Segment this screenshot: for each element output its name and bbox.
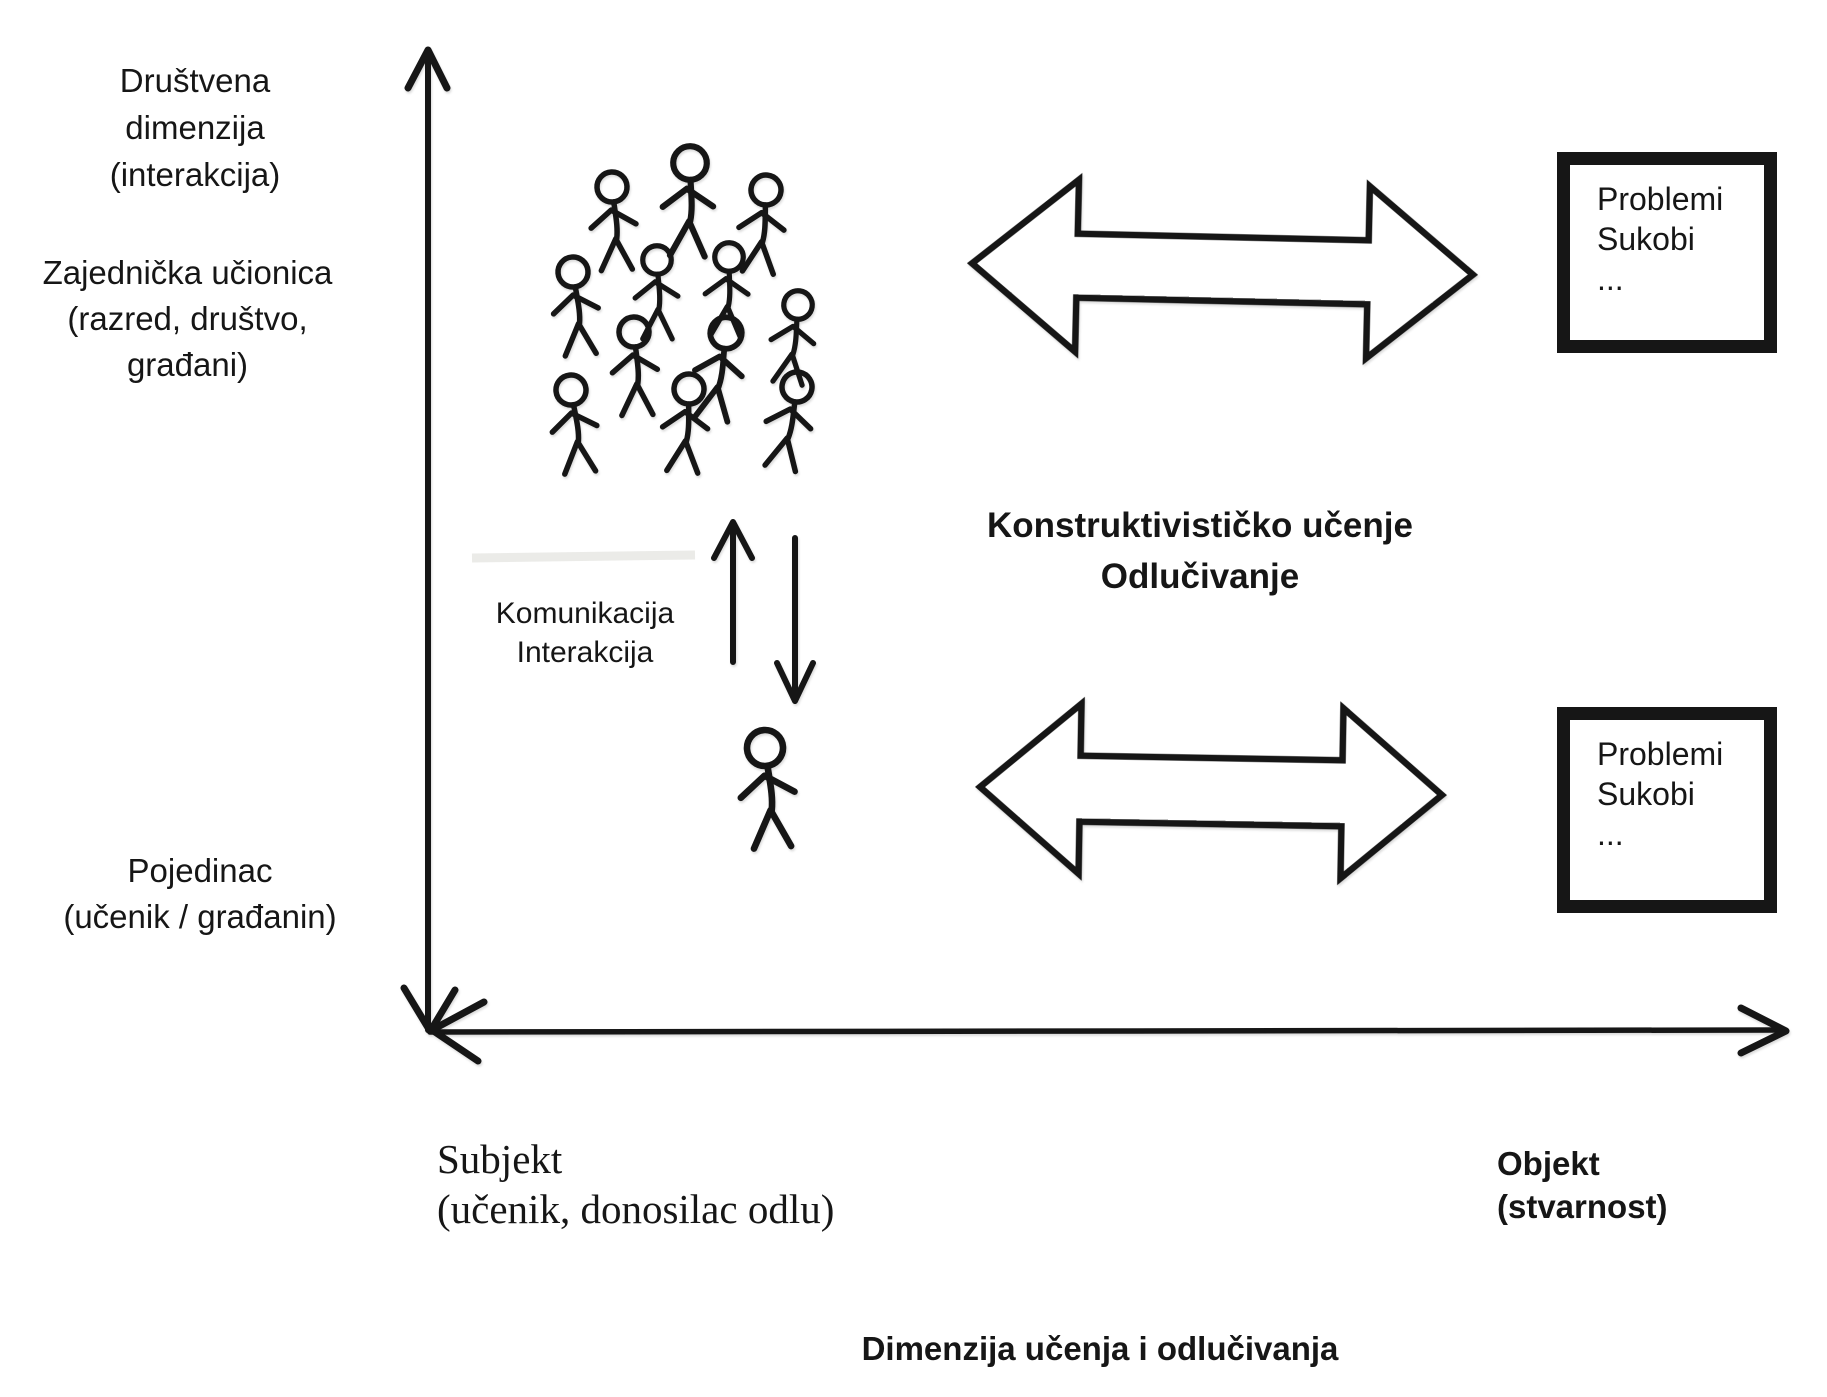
- x-axis-arrowhead-icon: [1737, 1004, 1790, 1057]
- y-axis-top-label-line: Društvena: [119, 62, 271, 99]
- center-label-line: Odlučivanje: [1100, 557, 1300, 596]
- scan-artifact-line: [471, 550, 696, 563]
- x-axis-left-label-line: (učenik, donosilac odlu): [437, 1186, 835, 1232]
- crowd-icon: [547, 145, 822, 475]
- double-arrow-bottom-icon: [975, 696, 1447, 886]
- bottom-box-label-line: Sukobi: [1597, 776, 1695, 812]
- x-axis-right-label-line: (stvarnost): [1497, 1188, 1668, 1225]
- y-axis-mid-label-line: Zajednička učionica: [42, 254, 333, 291]
- y-axis-mid-label-line: građani): [126, 346, 249, 383]
- x-axis-line: [427, 1027, 1783, 1035]
- y-axis-top-label-line: dimenzija: [125, 109, 265, 146]
- y-axis-arrowhead-icon: [404, 46, 451, 92]
- communication-label-line: Komunikacija: [495, 597, 675, 630]
- top-box-label-line: Sukobi: [1597, 221, 1695, 257]
- person-icon: [736, 728, 798, 849]
- communication-label-line: Interakcija: [516, 636, 654, 669]
- y-axis-mid-label-line: (razred, društvo,: [67, 300, 308, 337]
- y-axis-mid-label: Zajednička učionica (razred, društvo, gr…: [5, 250, 370, 388]
- origin-arrowhead-icon: [400, 984, 488, 1065]
- y-axis-bottom-label-line: Pojedinac: [127, 852, 273, 889]
- x-axis-left-label: Subjekt (učenik, donosilac odlu): [437, 1134, 977, 1234]
- bottom-box-label-line: ...: [1597, 816, 1624, 852]
- bottom-box-label: Problemi Sukobi ...: [1597, 734, 1762, 854]
- comm-down-arrow-icon: [774, 535, 816, 704]
- x-axis-caption: Dimenzija učenja i odlučivanja: [861, 1330, 1339, 1367]
- y-axis-top-label-line: (interakcija): [109, 156, 281, 193]
- double-arrow-top-icon: [966, 172, 1479, 366]
- top-box: [1557, 152, 1777, 353]
- bottom-box: [1557, 707, 1777, 913]
- x-axis-left-label-line: Subjekt: [437, 1136, 563, 1182]
- center-label: Konstruktivističko učenje Odlučivanje: [920, 500, 1480, 602]
- y-axis-bottom-label-line: (učenik / građanin): [63, 898, 337, 935]
- x-axis-right-label-line: Objekt: [1497, 1145, 1600, 1182]
- comm-up-arrow-icon: [711, 519, 755, 665]
- bottom-box-label-line: Problemi: [1597, 736, 1724, 772]
- top-box-label-line: ...: [1597, 261, 1624, 297]
- top-box-label-line: Problemi: [1597, 181, 1724, 217]
- x-axis-right-label: Objekt (stvarnost): [1497, 1142, 1777, 1228]
- center-label-line: Konstruktivističko učenje: [987, 506, 1413, 545]
- y-axis-top-label: Društvena dimenzija (interakcija): [30, 57, 360, 198]
- communication-label: Komunikacija Interakcija: [430, 594, 740, 672]
- top-box-label: Problemi Sukobi ...: [1597, 179, 1762, 299]
- y-axis-bottom-label: Pojedinac (učenik / građanin): [20, 848, 380, 940]
